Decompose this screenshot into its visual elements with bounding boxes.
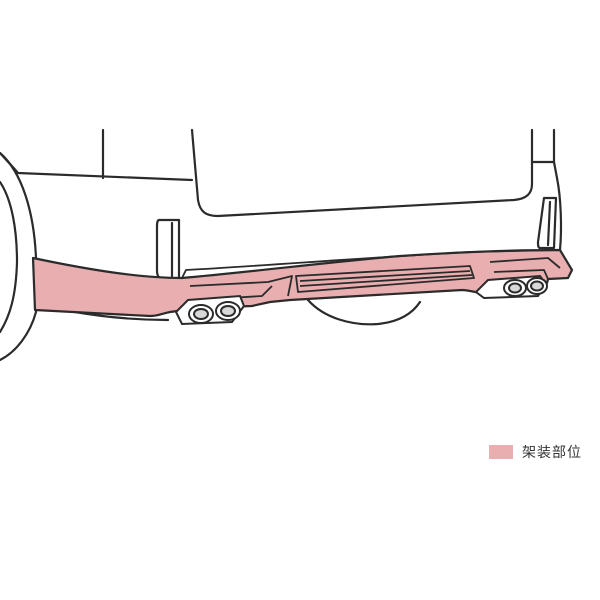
left-reflector [155,218,181,280]
right-dual-exhaust [474,274,548,300]
right-reflector [536,196,558,250]
diffuser-center-panel [295,265,475,293]
diffuser-right-step [489,257,561,280]
left-dual-exhaust [174,294,246,326]
right-pillar [530,128,563,252]
diffuser-slat-1 [299,270,471,282]
legend-label: 架装部位 [522,445,582,461]
spare-wheel-shadow [306,298,422,326]
legend: 架装部位 [489,443,582,461]
bumper-top-edge [181,249,561,279]
left-rear-tire-inner [0,180,19,334]
right-reflector-inner [546,200,552,247]
tailgate-window [190,128,534,218]
body-upper-line [0,151,194,182]
legend-swatch [489,445,513,459]
diffuser-slat-2 [299,274,473,287]
